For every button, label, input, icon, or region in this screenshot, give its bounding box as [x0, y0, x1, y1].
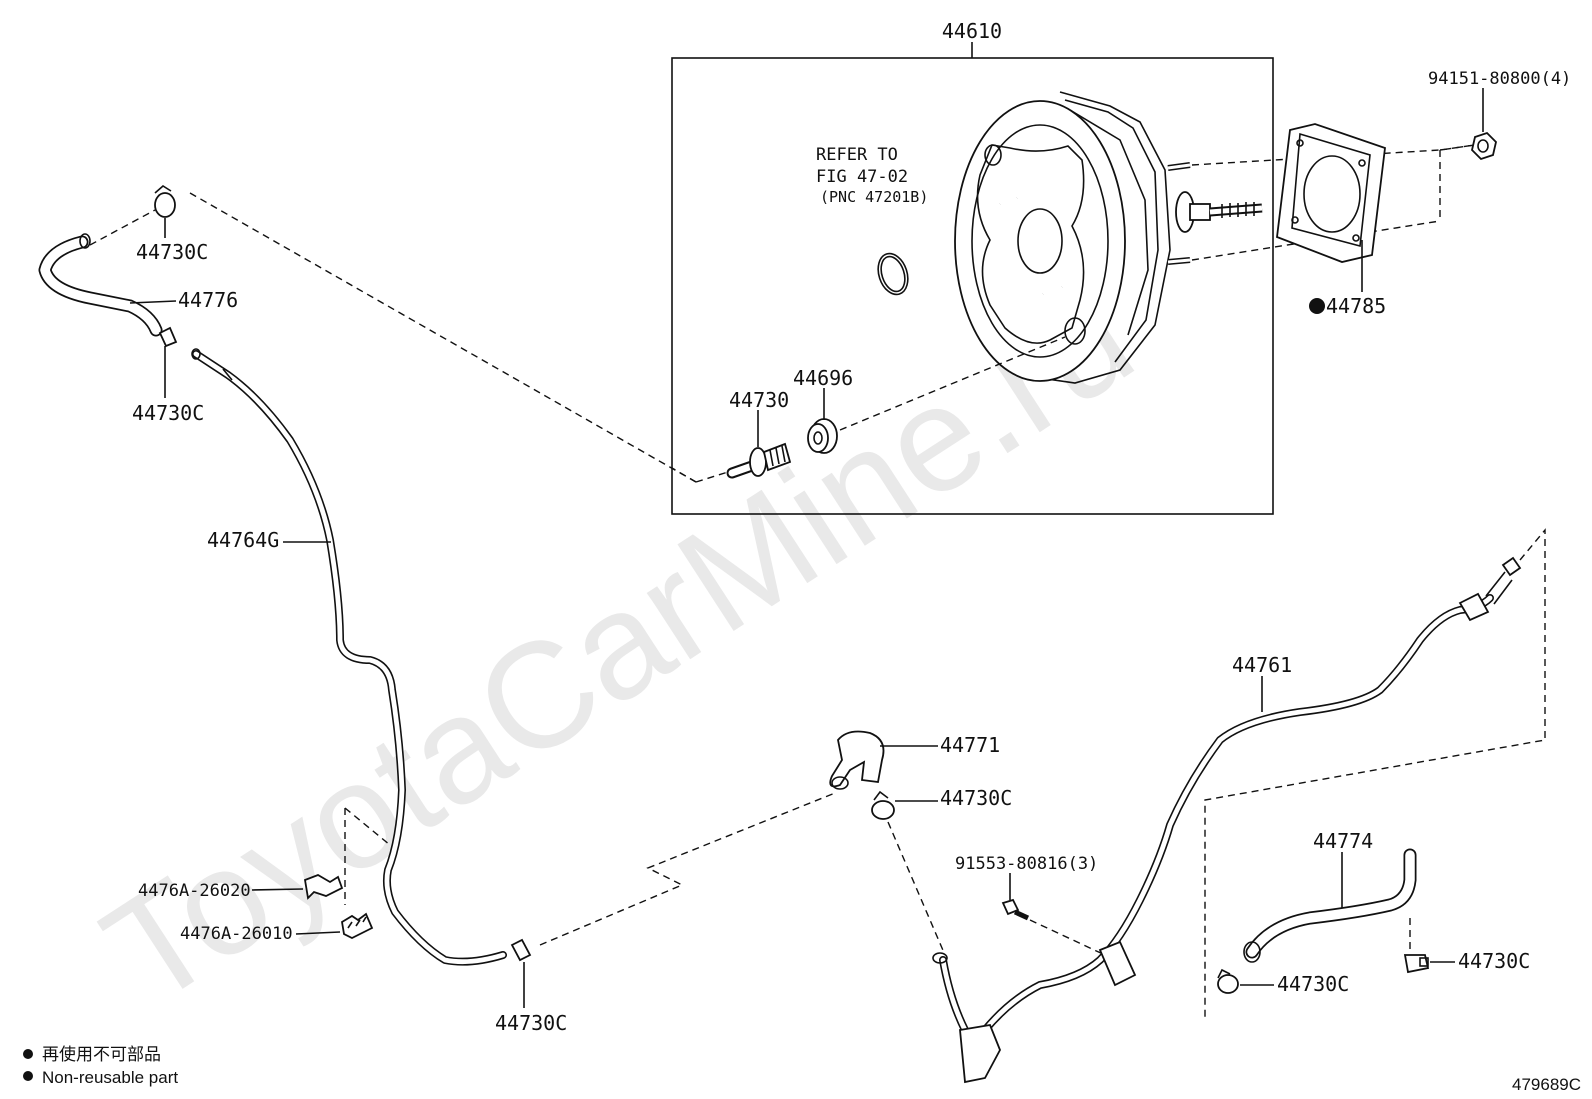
note-line3: (PNC 47201B) — [820, 188, 928, 206]
clamp-26010-icon — [341, 912, 374, 940]
legend-cn: 再使用不可部品 — [42, 1044, 161, 1064]
hose-44764g-icon — [191, 348, 507, 966]
clamp-26020-icon — [303, 874, 344, 900]
figure-id: 479689C — [1512, 1075, 1581, 1094]
legend: 再使用不可部品 Non-reusable part — [23, 1044, 178, 1087]
non-reusable-marker-icon — [1309, 298, 1325, 314]
watermark: ToyotaCarMine.ru — [76, 251, 1160, 1037]
hose-clip-elbow-icon — [871, 790, 895, 820]
hose-clip-mid-icon — [158, 326, 178, 348]
legend-bullet-icon — [23, 1049, 33, 1059]
label-44771: 44771 — [940, 733, 1000, 757]
bolt-icon — [1001, 898, 1030, 921]
hose-44776-icon — [38, 233, 163, 337]
label-44785: 44785 — [1326, 294, 1386, 318]
label-4476a-26010: 4476A-26010 — [180, 924, 293, 944]
hose-clip-right2-icon — [1217, 968, 1239, 994]
hose-clip-bottom-icon — [510, 938, 532, 962]
hose-clip-right-icon — [1403, 954, 1430, 974]
legend-bullet-icon — [23, 1071, 33, 1081]
hose-clip-top-icon — [154, 185, 176, 218]
label-44730c-mid: 44730C — [132, 401, 204, 425]
vacuum-booster-icon — [954, 91, 1263, 384]
pipe-44761-icon — [932, 556, 1522, 1084]
label-44776: 44776 — [178, 288, 238, 312]
gasket-icon — [1276, 123, 1386, 263]
label-44730c-right2: 44730C — [1277, 972, 1349, 996]
check-valve-icon — [726, 442, 792, 479]
label-44730c-right: 44730C — [1458, 949, 1530, 973]
label-44610: 44610 — [942, 19, 1002, 43]
label-44764g: 44764G — [207, 528, 279, 552]
label-94151-80800: 94151-80800(4) — [1428, 69, 1571, 89]
label-44730c-bottom: 44730C — [495, 1011, 567, 1035]
label-91553-80816: 91553-80816(3) — [955, 854, 1098, 874]
label-44774: 44774 — [1313, 829, 1373, 853]
elbow-44771-icon — [829, 730, 885, 790]
label-44761: 44761 — [1232, 653, 1292, 677]
hose-44774-icon — [1243, 848, 1417, 963]
booster-assembly-group: 44610 REFER TO FIG 47-02 (PNC 47201B) — [671, 19, 1476, 515]
label-4476a-26020: 4476A-26020 — [138, 881, 251, 901]
label-44730c-top: 44730C — [136, 240, 208, 264]
label-44730c-elbow: 44730C — [940, 786, 1012, 810]
note-line1: REFER TO — [816, 145, 898, 165]
label-44696: 44696 — [793, 366, 853, 390]
nut-icon — [1471, 131, 1497, 161]
note-line2: FIG 47-02 — [816, 167, 908, 187]
label-44730: 44730 — [729, 388, 789, 412]
o-ring-icon — [877, 252, 909, 296]
legend-en: Non-reusable part — [42, 1068, 178, 1087]
